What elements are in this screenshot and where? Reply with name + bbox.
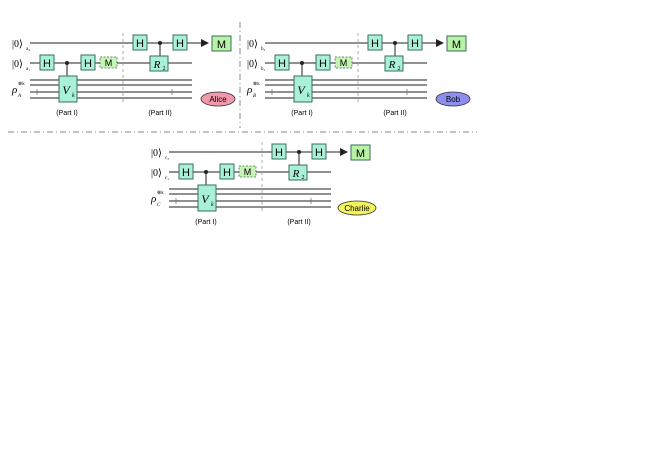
- svg-text:H: H: [176, 38, 184, 50]
- svg-text:V: V: [201, 192, 210, 206]
- rotation-gate: R 2: [288, 164, 308, 181]
- ket-mid-label: |0⟩: [151, 168, 162, 179]
- part-2-label: (Part II): [148, 110, 171, 117]
- svg-text:Charlie: Charlie: [344, 204, 370, 213]
- svg-text:R: R: [292, 168, 300, 180]
- svg-text:2: 2: [163, 66, 166, 72]
- ket-top-label: |0⟩: [151, 148, 162, 159]
- hadamard-gate: H: [311, 143, 327, 160]
- control-dot: [158, 41, 162, 45]
- svg-text:M: M: [340, 58, 348, 68]
- ket-mid-sub: b₁: [261, 67, 266, 72]
- rho-label: ρ: [246, 84, 252, 96]
- ket-mid-sub: c₁: [165, 176, 169, 181]
- measure-gate-dashed: M: [99, 56, 118, 69]
- svg-text:2: 2: [302, 175, 305, 181]
- unitary-gate: V k: [197, 184, 217, 212]
- rho-sub: C: [157, 203, 161, 208]
- unitary-gate: V k: [58, 75, 78, 103]
- part-1-label: (Part I): [195, 219, 216, 226]
- svg-text:M: M: [217, 39, 226, 51]
- measure-gate: M: [211, 35, 232, 52]
- control-dot: [65, 61, 69, 65]
- svg-text:H: H: [315, 147, 323, 159]
- measure-gate-dashed: M: [238, 165, 257, 178]
- measure-gate-dashed: M: [334, 56, 353, 69]
- rho-sub: A: [17, 94, 22, 99]
- control-dot: [393, 41, 397, 45]
- hadamard-gate: H: [219, 163, 235, 180]
- svg-text:M: M: [105, 58, 113, 68]
- part-2-label: (Part II): [287, 219, 310, 226]
- rho-label: ρ: [150, 193, 156, 205]
- svg-text:H: H: [275, 147, 283, 159]
- rho-sup: ⊗k: [18, 81, 25, 87]
- svg-text:H: H: [278, 58, 286, 70]
- hadamard-gate: H: [274, 54, 290, 71]
- circuit-bob: H H M V k H H R 2 M: [246, 33, 471, 117]
- hadamard-gate: H: [39, 54, 55, 71]
- party-badge-alice: Alice: [200, 91, 236, 107]
- hadamard-gate: H: [367, 34, 383, 51]
- rho-label: ρ: [11, 84, 17, 96]
- part-1-label: (Part I): [291, 110, 312, 117]
- rho-sub: B: [253, 94, 256, 99]
- ket-mid-label: |0⟩: [12, 59, 23, 70]
- svg-text:Bob: Bob: [446, 95, 461, 104]
- hadamard-gate: H: [315, 54, 331, 71]
- hadamard-gate: H: [132, 34, 148, 51]
- svg-text:M: M: [356, 148, 365, 160]
- ket-top-sub: a₂: [26, 47, 30, 52]
- part-2-label: (Part II): [383, 110, 406, 117]
- svg-text:H: H: [43, 58, 51, 70]
- svg-text:R: R: [153, 59, 161, 71]
- svg-text:V: V: [297, 83, 306, 97]
- svg-text:H: H: [223, 167, 231, 179]
- svg-text:H: H: [371, 38, 379, 50]
- ket-top-label: |0⟩: [247, 39, 258, 50]
- control-dot: [300, 61, 304, 65]
- svg-text:k: k: [307, 93, 310, 99]
- svg-text:H: H: [319, 58, 327, 70]
- measure-gate: M: [446, 35, 467, 52]
- circuit-alice: H H M V k H H R 2 M: [11, 33, 236, 117]
- hadamard-gate: H: [407, 34, 423, 51]
- party-badge-bob: Bob: [435, 91, 471, 107]
- ket-top-sub: b₂: [261, 47, 266, 52]
- svg-text:R: R: [388, 59, 396, 71]
- rho-sup: ⊗k: [253, 81, 260, 87]
- svg-text:k: k: [211, 202, 214, 208]
- control-dot: [204, 170, 208, 174]
- svg-text:V: V: [62, 83, 71, 97]
- hadamard-gate: H: [80, 54, 96, 71]
- svg-text:2: 2: [398, 66, 401, 72]
- hadamard-gate: H: [271, 143, 287, 160]
- rotation-gate: R 2: [384, 55, 404, 72]
- svg-text:Alice: Alice: [209, 95, 227, 104]
- party-badge-charlie: Charlie: [337, 200, 377, 216]
- rho-sup: ⊗k: [157, 190, 164, 196]
- circuit-charlie: H H M V k H H R 2 M: [150, 142, 377, 226]
- unitary-gate: V k: [293, 75, 313, 103]
- control-dot: [297, 150, 301, 154]
- svg-text:H: H: [136, 38, 144, 50]
- ket-top-sub: c₂: [165, 156, 169, 161]
- ket-mid-label: |0⟩: [247, 59, 258, 70]
- ket-mid-sub: a₁: [26, 67, 30, 72]
- ket-top-label: |0⟩: [12, 39, 23, 50]
- svg-text:M: M: [452, 39, 461, 51]
- hadamard-gate: H: [172, 34, 188, 51]
- svg-text:k: k: [72, 93, 75, 99]
- part-1-label: (Part I): [56, 110, 77, 117]
- svg-text:H: H: [182, 167, 190, 179]
- svg-text:H: H: [411, 38, 419, 50]
- measure-gate: M: [350, 144, 371, 161]
- hadamard-gate: H: [178, 163, 194, 180]
- svg-text:M: M: [244, 167, 252, 177]
- svg-text:H: H: [84, 58, 92, 70]
- rotation-gate: R 2: [149, 55, 169, 72]
